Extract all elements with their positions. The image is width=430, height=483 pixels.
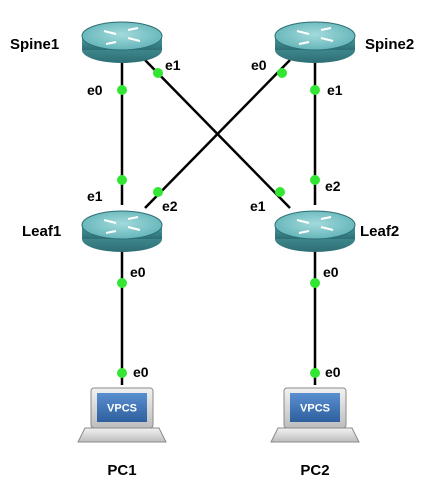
pc-pc1[interactable]: VPCS <box>77 387 167 443</box>
leaf1-label: Leaf1 <box>22 223 61 240</box>
router-leaf1[interactable] <box>81 210 163 252</box>
leaf1-e1-label: e1 <box>87 188 103 204</box>
port-dot-pc2-e0 <box>310 368 320 378</box>
leaf2-e0-label: e0 <box>323 264 339 280</box>
pc2-screen-text: VPCS <box>300 403 330 415</box>
router-spine1[interactable] <box>81 21 163 63</box>
pc1-e0-label: e0 <box>133 364 149 380</box>
port-dots <box>117 68 320 378</box>
spine2-label: Spine2 <box>365 36 414 53</box>
leaf2-label: Leaf2 <box>360 223 399 240</box>
leaf1-e2-label: e2 <box>162 198 178 214</box>
pc2-label: PC2 <box>300 462 329 479</box>
router-icon <box>274 210 356 252</box>
port-dot-leaf2-e0 <box>310 278 320 288</box>
port-dot-spine2-e1 <box>310 85 320 95</box>
port-dot-leaf2-e2 <box>310 175 320 185</box>
port-dot-leaf1-e2 <box>153 187 163 197</box>
computer-icon <box>77 387 167 443</box>
spine2-e1-label: e1 <box>327 82 343 98</box>
port-dot-leaf2-e1 <box>275 187 285 197</box>
router-icon <box>274 21 356 63</box>
spine1-label: Spine1 <box>10 36 59 53</box>
computer-icon <box>270 387 360 443</box>
spine1-e1-label: e1 <box>165 57 181 73</box>
spine2-e0-label: e0 <box>251 57 267 73</box>
spine1-e0-label: e0 <box>87 82 103 98</box>
pc2-e0-label: e0 <box>325 364 341 380</box>
leaf2-e1-label: e1 <box>250 198 266 214</box>
router-spine2[interactable] <box>274 21 356 63</box>
router-icon <box>81 21 163 63</box>
port-dot-pc1-e0 <box>117 368 127 378</box>
leaf2-e2-label: e2 <box>325 178 341 194</box>
port-dot-spine1-e0 <box>117 85 127 95</box>
link-spine2-leaf1[interactable] <box>144 59 291 209</box>
router-icon <box>81 210 163 252</box>
router-leaf2[interactable] <box>274 210 356 252</box>
port-dot-leaf1-e0 <box>117 278 127 288</box>
leaf1-e0-label: e0 <box>130 264 146 280</box>
pc1-screen-text: VPCS <box>107 403 137 415</box>
port-dot-leaf1-e1 <box>117 175 127 185</box>
port-dot-spine2-e0 <box>277 68 287 78</box>
pc-pc2[interactable]: VPCS <box>270 387 360 443</box>
links <box>120 58 317 385</box>
port-dot-spine1-e1 <box>153 68 163 78</box>
pc1-label: PC1 <box>107 462 136 479</box>
